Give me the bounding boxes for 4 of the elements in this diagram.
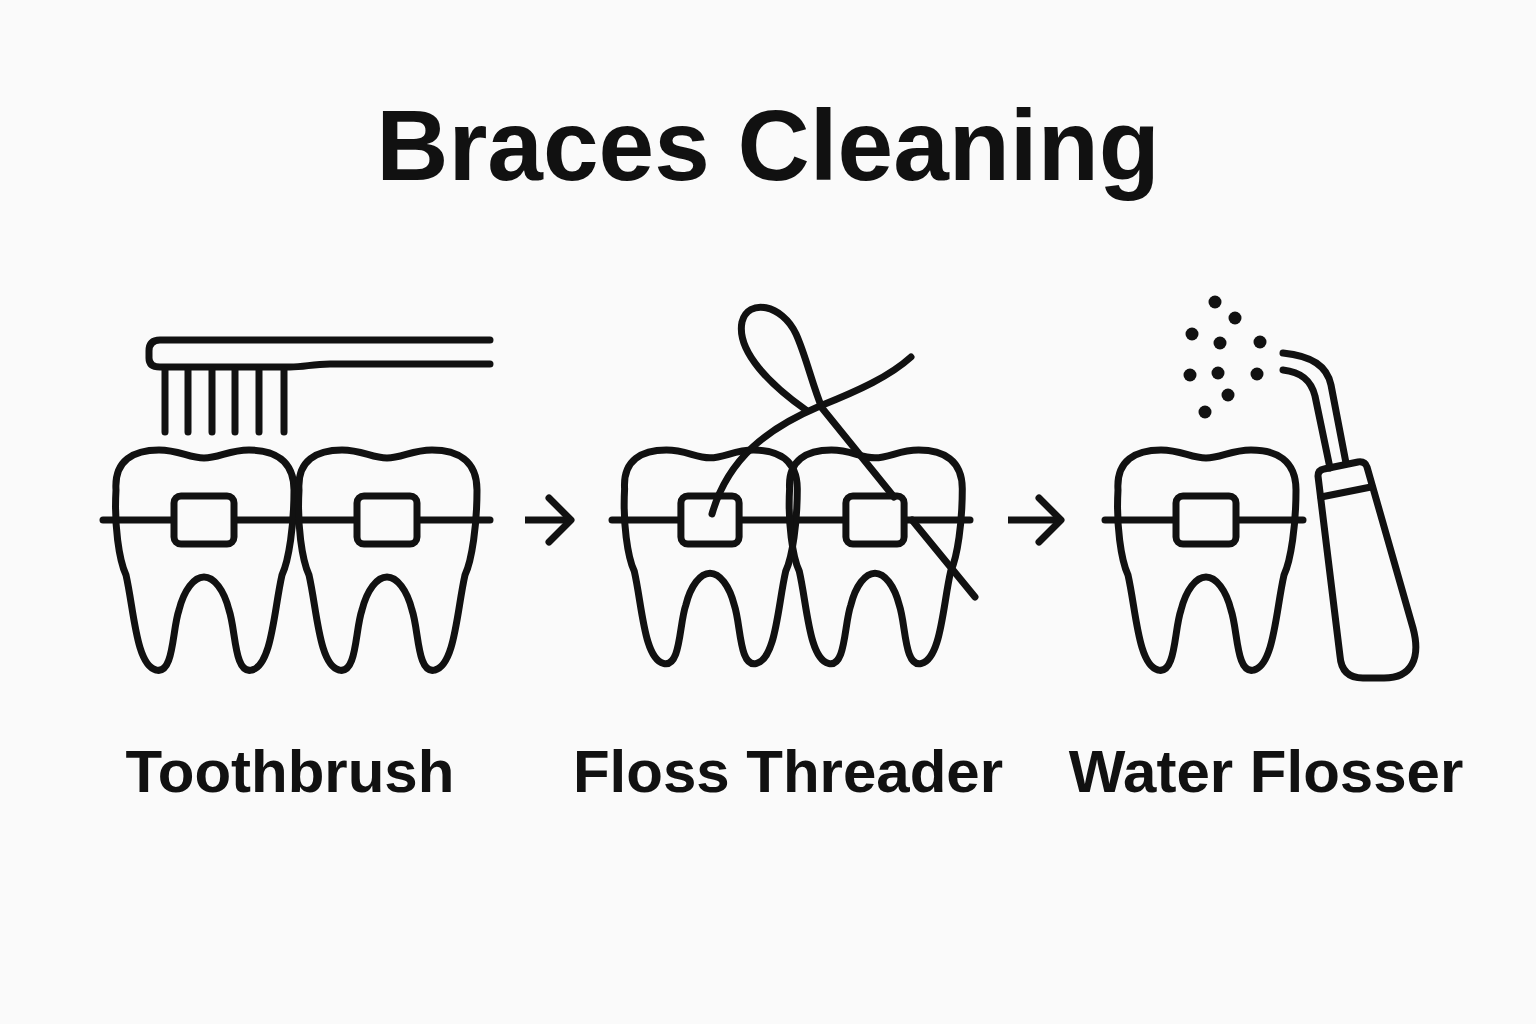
step-label: Toothbrush	[125, 737, 455, 807]
step-label: Floss Threader	[572, 737, 1004, 807]
title: Braces Cleaning	[376, 88, 1160, 203]
step-label: Water Flosser	[1068, 737, 1464, 807]
